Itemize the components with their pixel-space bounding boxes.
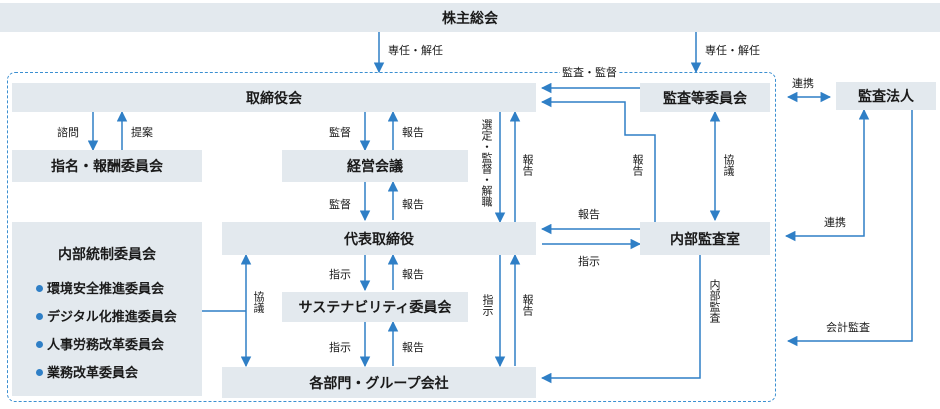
label-appoint-board: 専任・解任 [388, 44, 443, 57]
sub-committee: 業務改革委員会 [36, 362, 138, 381]
label-supervise1: 監督 [329, 126, 351, 139]
label-ac-ia: 協議 [722, 154, 735, 176]
sub-committee: 環境安全推進委員会 [36, 278, 164, 297]
arrow-internal-audit [540, 255, 701, 384]
label-coop2: 連携 [824, 216, 846, 229]
governance-boundary [7, 72, 776, 402]
label-instruct-ia: 指示 [578, 255, 600, 268]
label-instruct-dept: 指示 [481, 294, 494, 316]
label-report3: 報告 [402, 268, 424, 281]
label-internal-audit: 内部監査 [708, 279, 721, 323]
node-departments: 各部門・グループ会社 [222, 367, 536, 398]
bullet-icon [36, 285, 43, 292]
label-supervise2: 監督 [329, 198, 351, 211]
node-audit-committee: 監査等委員会 [640, 83, 770, 112]
label-report-ac: 報告 [631, 154, 644, 176]
label-instruct2: 指示 [329, 341, 351, 354]
arrow-coop-ia [784, 108, 870, 242]
label-consult2: 協議 [252, 291, 265, 313]
node-internal-audit: 内部監査室 [640, 222, 770, 255]
node-audit-firm: 監査法人 [836, 82, 936, 110]
label-report4: 報告 [402, 341, 424, 354]
bullet-icon [36, 369, 43, 376]
label-report-board: 報告 [521, 154, 534, 176]
internal-control-title: 内部統制委員会 [58, 247, 156, 263]
node-mgmt-meeting: 経営会議 [282, 150, 468, 182]
bullet-icon [36, 313, 43, 320]
label-select: 選定・監督・解職 [480, 119, 493, 207]
bullet-icon [36, 341, 43, 348]
label-propose: 提案 [131, 126, 153, 139]
node-representative: 代表取締役 [222, 222, 536, 255]
node-internal-control: 内部統制委員会 環境安全推進委員会 デジタル化推進委員会 人事労務改革委員会 業… [12, 222, 202, 396]
label-report-ia: 報告 [578, 208, 600, 221]
label-audit-supervise: 監査・監督 [560, 66, 619, 79]
label-instruct1: 指示 [329, 268, 351, 281]
label-consult: 諮問 [57, 126, 79, 139]
arrow-accounting-audit [786, 110, 913, 347]
arrow-report-ac [540, 96, 656, 222]
node-shareholders: 株主総会 [0, 3, 940, 32]
label-accounting-audit: 会計監査 [826, 321, 870, 334]
node-nomination: 指名・報酬委員会 [12, 150, 202, 182]
label-report1: 報告 [402, 126, 424, 139]
sub-committee: デジタル化推進委員会 [36, 306, 177, 325]
node-board: 取締役会 [12, 83, 536, 112]
label-coop1: 連携 [792, 77, 814, 90]
label-report-dept: 報告 [521, 294, 534, 316]
sub-committee: 人事労務改革委員会 [36, 334, 164, 353]
node-sustainability: サステナビリティ委員会 [282, 292, 468, 322]
label-appoint-ac: 専任・解任 [705, 44, 760, 57]
label-report2: 報告 [402, 198, 424, 211]
